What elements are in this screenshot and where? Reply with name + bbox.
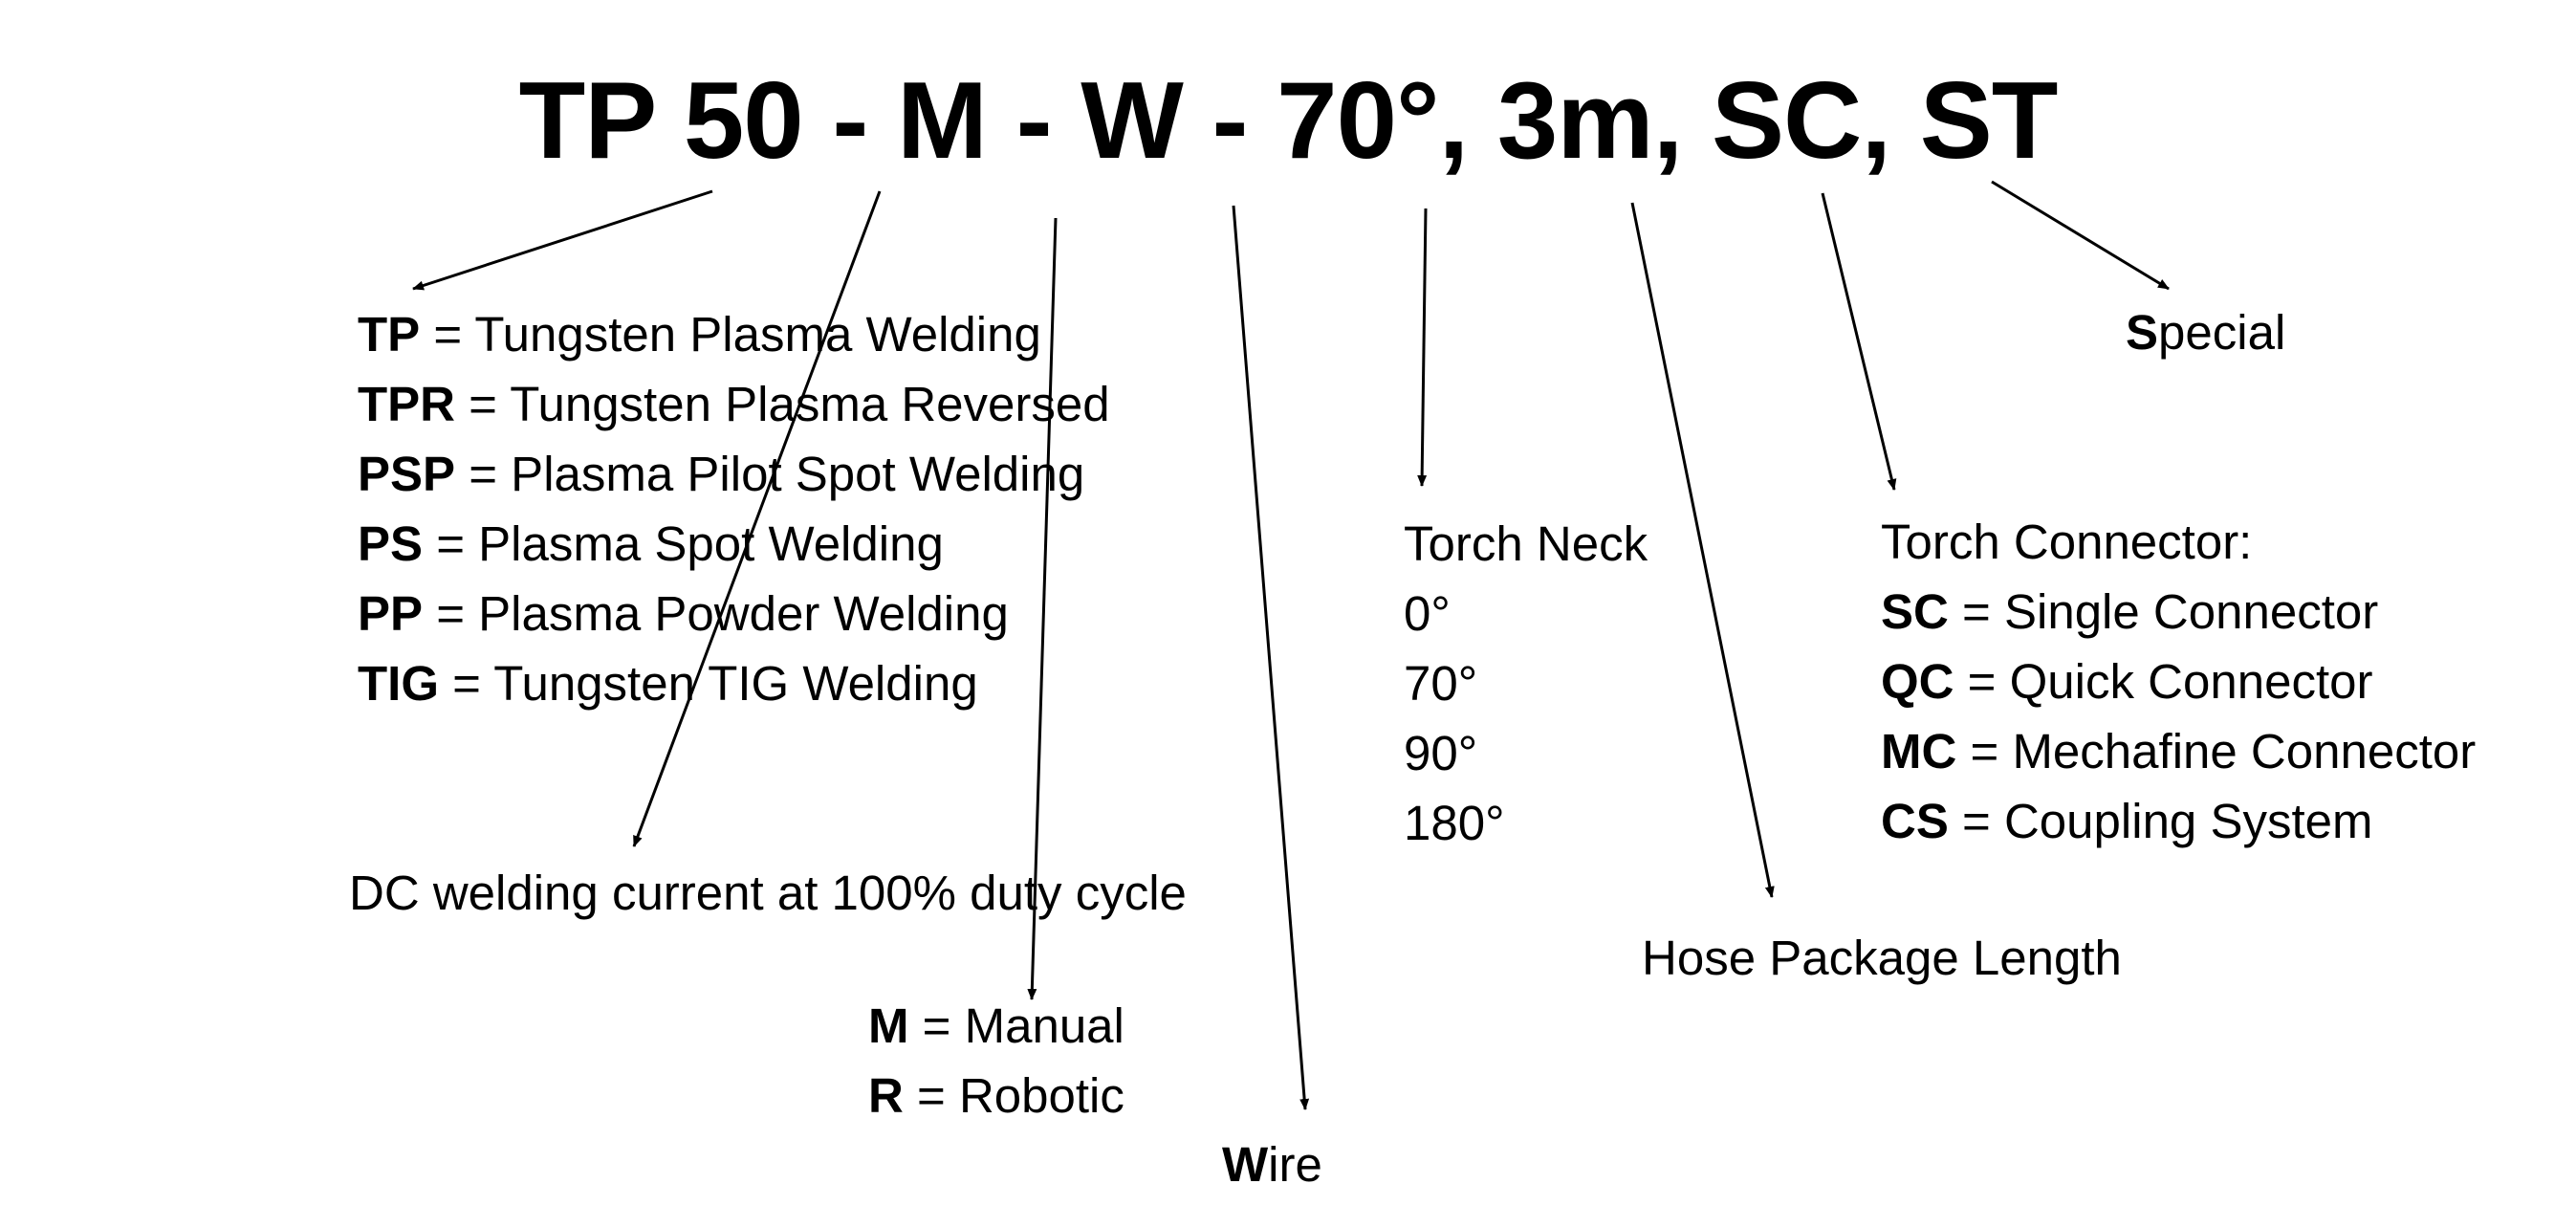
arrow-70 xyxy=(1417,208,1428,487)
process-code: PP xyxy=(358,586,424,641)
process-code: TIG xyxy=(358,656,439,711)
process-code: TPR xyxy=(358,377,455,431)
torch-connector-heading: Torch Connector: xyxy=(1881,515,2253,569)
current-label: DC welding current at 100% duty cycle xyxy=(349,858,1187,928)
wire-rest: ire xyxy=(1268,1137,1322,1192)
operation-desc: = Robotic xyxy=(903,1068,1124,1123)
current-text: DC welding current at 100% duty cycle xyxy=(349,866,1187,920)
process-item: TP = Tungsten Plasma Welding xyxy=(358,299,1110,369)
process-item: TPR = Tungsten Plasma Reversed xyxy=(358,369,1110,439)
special-rest: pecial xyxy=(2158,305,2286,360)
wire-label: Wire xyxy=(1222,1129,1322,1199)
process-code: PSP xyxy=(358,447,456,501)
torch-neck-heading: Torch Neck xyxy=(1404,516,1648,571)
arrow-st xyxy=(1991,180,2170,291)
designation-code: TP 50 - M - W - 70°, 3m, SC, ST xyxy=(518,60,2059,182)
process-desc: = Tungsten TIG Welding xyxy=(439,656,978,711)
operation-desc: = Manual xyxy=(908,998,1124,1053)
operation-item: R = Robotic xyxy=(868,1061,1124,1130)
torch-neck-angle: 70° xyxy=(1404,656,1478,711)
process-desc: = Tungsten Plasma Reversed xyxy=(455,377,1110,431)
process-item: PS = Plasma Spot Welding xyxy=(358,509,1110,579)
operation-code: M xyxy=(868,998,909,1053)
torch-neck-angle: 0° xyxy=(1404,586,1451,641)
operation-item: M = Manual xyxy=(868,991,1124,1061)
process-desc: = Tungsten Plasma Welding xyxy=(420,307,1041,362)
wire-text: Wire xyxy=(1222,1129,1322,1199)
process-item: PP = Plasma Powder Welding xyxy=(358,579,1110,648)
connector-item: QC = Quick Connector xyxy=(1881,647,2476,716)
process-code: TP xyxy=(358,307,421,362)
process-desc: = Plasma Spot Welding xyxy=(423,516,944,571)
connector-item: SC = Single Connector xyxy=(1881,577,2476,647)
operation-list: M = Manual R = Robotic xyxy=(868,991,1124,1130)
operation-code: R xyxy=(868,1068,904,1123)
arrow-sc xyxy=(1821,192,1897,491)
process-code: PS xyxy=(358,516,424,571)
torch-neck-list: Torch Neck 0° 70° 90° 180° xyxy=(1404,509,1648,858)
connector-item: MC = Mechafine Connector xyxy=(1881,716,2476,786)
connector-desc: = Single Connector xyxy=(1948,584,2379,639)
process-desc: = Plasma Pilot Spot Welding xyxy=(455,447,1085,501)
arrow-50 xyxy=(632,190,882,847)
special-label: Special xyxy=(2126,297,2285,367)
process-item: PSP = Plasma Pilot Spot Welding xyxy=(358,439,1110,509)
hose-text: Hose Package Length xyxy=(1642,931,2122,985)
connector-code: SC xyxy=(1881,584,1949,639)
connector-desc: = Coupling System xyxy=(1948,794,2373,848)
connector-code: MC xyxy=(1881,724,1957,778)
special-initial: S xyxy=(2126,305,2159,360)
wire-initial: W xyxy=(1222,1137,1269,1192)
hose-label: Hose Package Length xyxy=(1642,923,2122,993)
arrow-3m xyxy=(1630,202,1775,898)
connector-desc: = Quick Connector xyxy=(1954,654,2373,709)
arrow-m xyxy=(1027,217,1058,1000)
arrow-w xyxy=(1232,205,1310,1110)
connector-desc: = Mechafine Connector xyxy=(1956,724,2477,778)
connector-code: QC xyxy=(1881,654,1954,709)
process-desc: = Plasma Powder Welding xyxy=(423,586,1009,641)
process-list: TP = Tungsten Plasma Welding TPR = Tungs… xyxy=(358,299,1110,718)
torch-neck-angle: 90° xyxy=(1404,726,1478,780)
process-item: TIG = Tungsten TIG Welding xyxy=(358,648,1110,718)
arrow-tp xyxy=(412,189,713,291)
torch-connector-list: Torch Connector: SC = Single Connector Q… xyxy=(1881,507,2476,856)
torch-neck-angle: 180° xyxy=(1404,796,1505,850)
connector-code: CS xyxy=(1881,794,1949,848)
special-text: Special xyxy=(2126,297,2285,367)
connector-item: CS = Coupling System xyxy=(1881,786,2476,856)
